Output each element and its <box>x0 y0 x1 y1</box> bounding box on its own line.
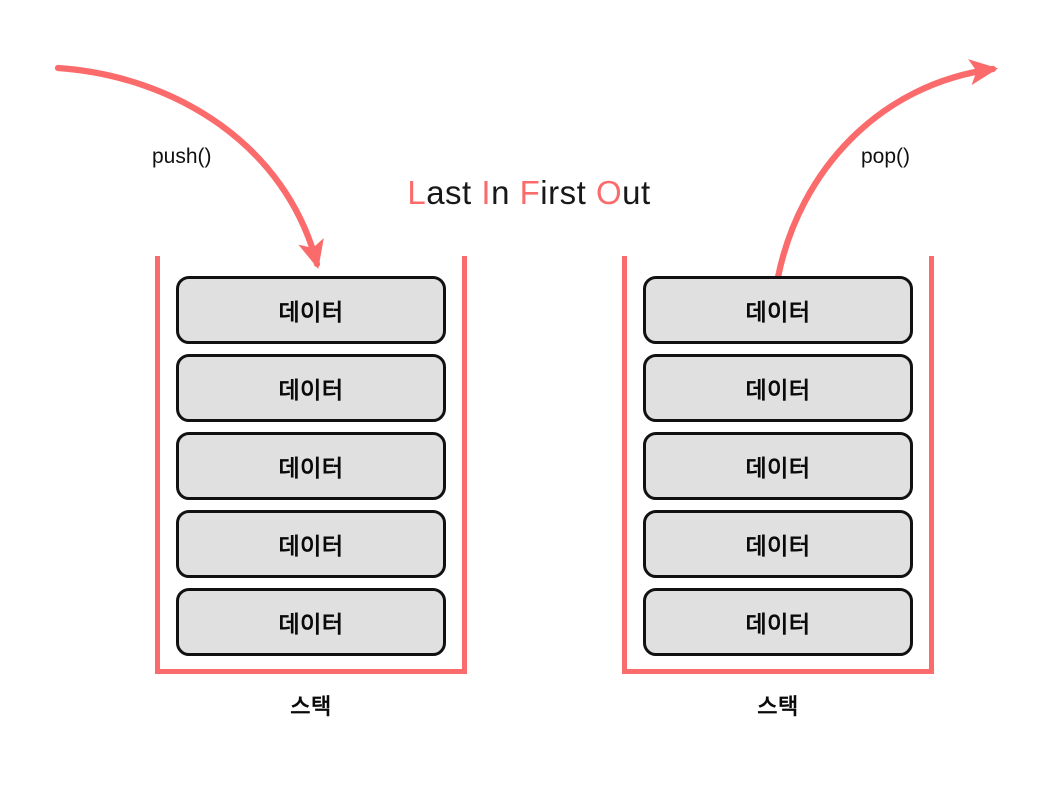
stack-left-container: 데이터 데이터 데이터 데이터 데이터 <box>155 256 467 674</box>
stack-right-item-4[interactable]: 데이터 <box>643 588 913 656</box>
stack-left-item-2[interactable]: 데이터 <box>176 432 446 500</box>
pop-arrow <box>774 59 999 281</box>
stack-right-caption: 스택 <box>757 694 799 719</box>
title-segment-2: I <box>481 174 492 211</box>
stack-right-container: 데이터 데이터 데이터 데이터 데이터 <box>622 256 934 674</box>
stack-right-item-0[interactable]: 데이터 <box>643 276 913 344</box>
title-segment-3: n <box>491 174 520 211</box>
stack-right-item-3[interactable]: 데이터 <box>643 510 913 578</box>
push-operation-label: push() <box>152 145 212 168</box>
title-segment-6: O <box>595 174 623 211</box>
pop-operation-label: pop() <box>861 145 911 168</box>
stack-right: 데이터 데이터 데이터 데이터 데이터 스택 <box>622 256 934 718</box>
diagram-title: Last In First Out <box>0 176 1058 209</box>
stack-left-item-4[interactable]: 데이터 <box>176 588 446 656</box>
title-segment-0: L <box>407 174 427 211</box>
stack-left: 데이터 데이터 데이터 데이터 데이터 스택 <box>155 256 467 718</box>
stack-left-item-0[interactable]: 데이터 <box>176 276 446 344</box>
title-segment-4: F <box>519 174 541 211</box>
stack-right-item-1[interactable]: 데이터 <box>643 354 913 422</box>
title-segment-7: ut <box>622 174 651 211</box>
stack-left-caption: 스택 <box>290 694 332 719</box>
title-segment-5: irst <box>540 174 596 211</box>
stack-left-item-1[interactable]: 데이터 <box>176 354 446 422</box>
stack-right-item-2[interactable]: 데이터 <box>643 432 913 500</box>
title-segment-1: ast <box>426 174 482 211</box>
stack-left-item-3[interactable]: 데이터 <box>176 510 446 578</box>
